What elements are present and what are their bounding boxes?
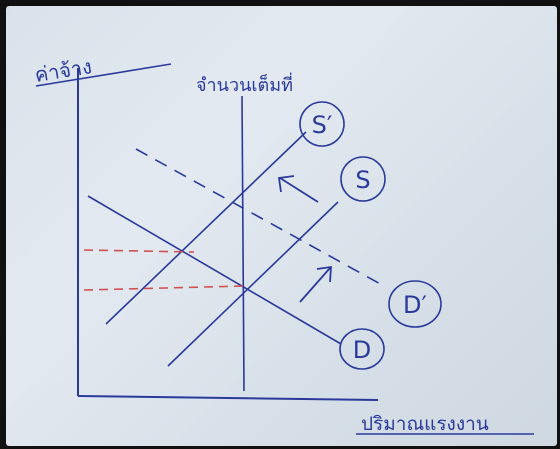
demand-label-circle	[339, 328, 385, 370]
y-axis-label: ค่าจ้าง	[33, 54, 93, 87]
demand-curve	[87, 195, 342, 345]
demand-shifted-label: D′	[403, 291, 427, 319]
y-axis-label-underline	[35, 63, 172, 87]
supply-curve	[167, 201, 339, 367]
supply-shifted-label: S′	[312, 111, 333, 139]
x-axis-label: ปริมาณแรงงาน	[361, 413, 489, 435]
full-employment-line	[241, 95, 245, 392]
supply-label: S	[355, 166, 370, 194]
supply-label-circle	[340, 156, 386, 202]
demand-label: D	[353, 336, 371, 364]
labor-market-diagram: S′ S D′ D ค่าจ้าง จำนวนเต็มที่ ปริมาณแรง…	[33, 54, 534, 435]
demand-curve-shifted	[135, 148, 385, 287]
supply-shift-arrow	[277, 175, 319, 203]
x-axis	[77, 395, 379, 401]
paper-sheet: S′ S D′ D ค่าจ้าง จำนวนเต็มที่ ปริมาณแรง…	[6, 6, 557, 446]
demand-shifted-label-circle	[388, 280, 442, 328]
wage-level-low	[83, 285, 245, 291]
vertical-line-label: จำนวนเต็มที่	[196, 72, 293, 96]
supply-curve-shifted	[105, 131, 307, 325]
wage-level-high	[83, 249, 195, 253]
demand-shift-arrow	[299, 265, 332, 303]
supply-shifted-label-circle	[299, 101, 345, 147]
